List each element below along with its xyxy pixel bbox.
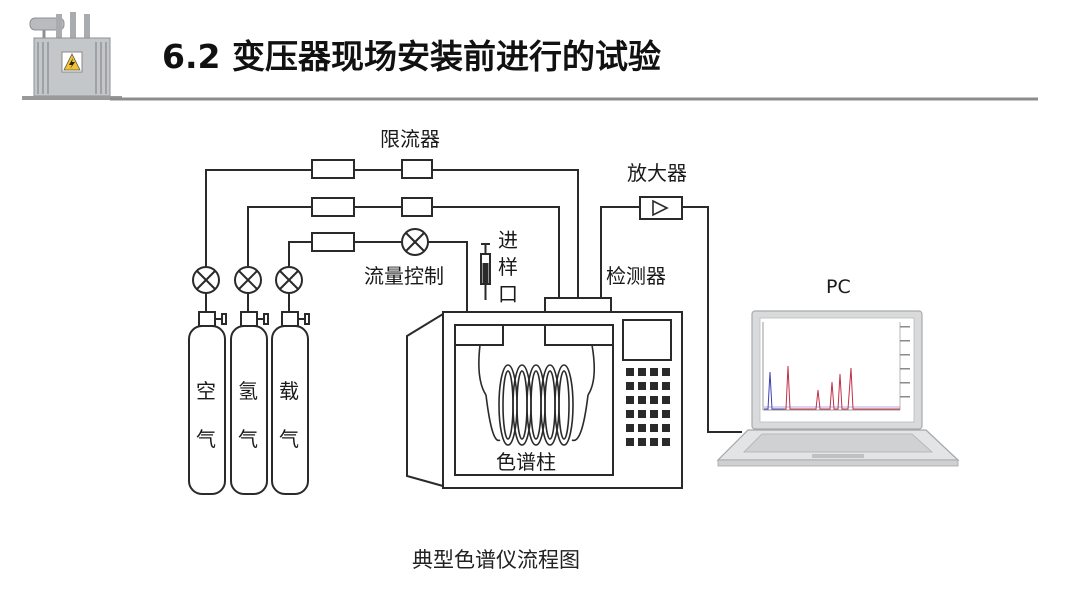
cylinder-hydrogen [230,325,268,495]
amplifier-box [639,196,683,220]
label-pc: PC [826,276,851,298]
valve-air-icon [192,266,220,294]
label-detector: 检测器 [606,264,666,288]
limiter-1a [311,159,355,179]
transformer-logo-icon [22,8,122,100]
oven-door [406,312,444,488]
label-injection-port-2: 样 [498,255,518,279]
oven-keypad [626,368,670,446]
page-title: 6.2 变压器现场安装前进行的试验 [162,37,661,76]
flow-control-valve-icon [401,228,429,256]
amplifier-icon [652,199,669,217]
valve-hydrogen-icon [234,266,262,294]
injector-block [454,324,504,346]
syringe-icon [480,243,491,300]
limiter-2b [401,197,433,217]
oven-panel [622,319,672,361]
air-line [205,169,579,298]
limiter-1b [401,159,433,179]
limiter-2a [311,197,355,217]
label-injection-port-1: 进 [498,228,518,252]
label-cylinder-carrier-1: 载 [279,379,299,403]
label-cylinder-carrier-2: 气 [279,427,299,451]
amplifier-pc-line [682,206,742,433]
regulator-carrier [281,311,310,327]
label-amplifier: 放大器 [627,161,687,185]
label-cylinder-air-1: 空 [196,379,216,403]
label-cylinder-hydrogen-2: 气 [238,427,258,451]
label-cylinder-hydrogen-1: 氢 [238,379,258,403]
label-column: 色谱柱 [496,450,556,474]
cylinder-air [188,325,226,495]
label-flow-limiter: 限流器 [380,127,440,151]
regulator-air [198,311,227,327]
limiter-3a [311,232,355,252]
valve-carrier-icon [275,266,303,294]
figure-caption: 典型色谱仪流程图 [412,548,580,572]
header-rule [110,97,1038,101]
laptop-pc [716,310,960,467]
chromatogram-screen [762,322,901,411]
label-injection-port-3: 口 [498,282,518,306]
column-coil [478,344,596,446]
carrier-line [288,241,468,320]
detector-signal-line [600,206,640,298]
cylinder-carrier [271,325,309,495]
label-cylinder-air-2: 气 [196,427,216,451]
detector-block [544,324,614,346]
regulator-hydrogen [240,311,269,327]
label-flow-control: 流量控制 [364,264,444,288]
detector [544,297,612,313]
